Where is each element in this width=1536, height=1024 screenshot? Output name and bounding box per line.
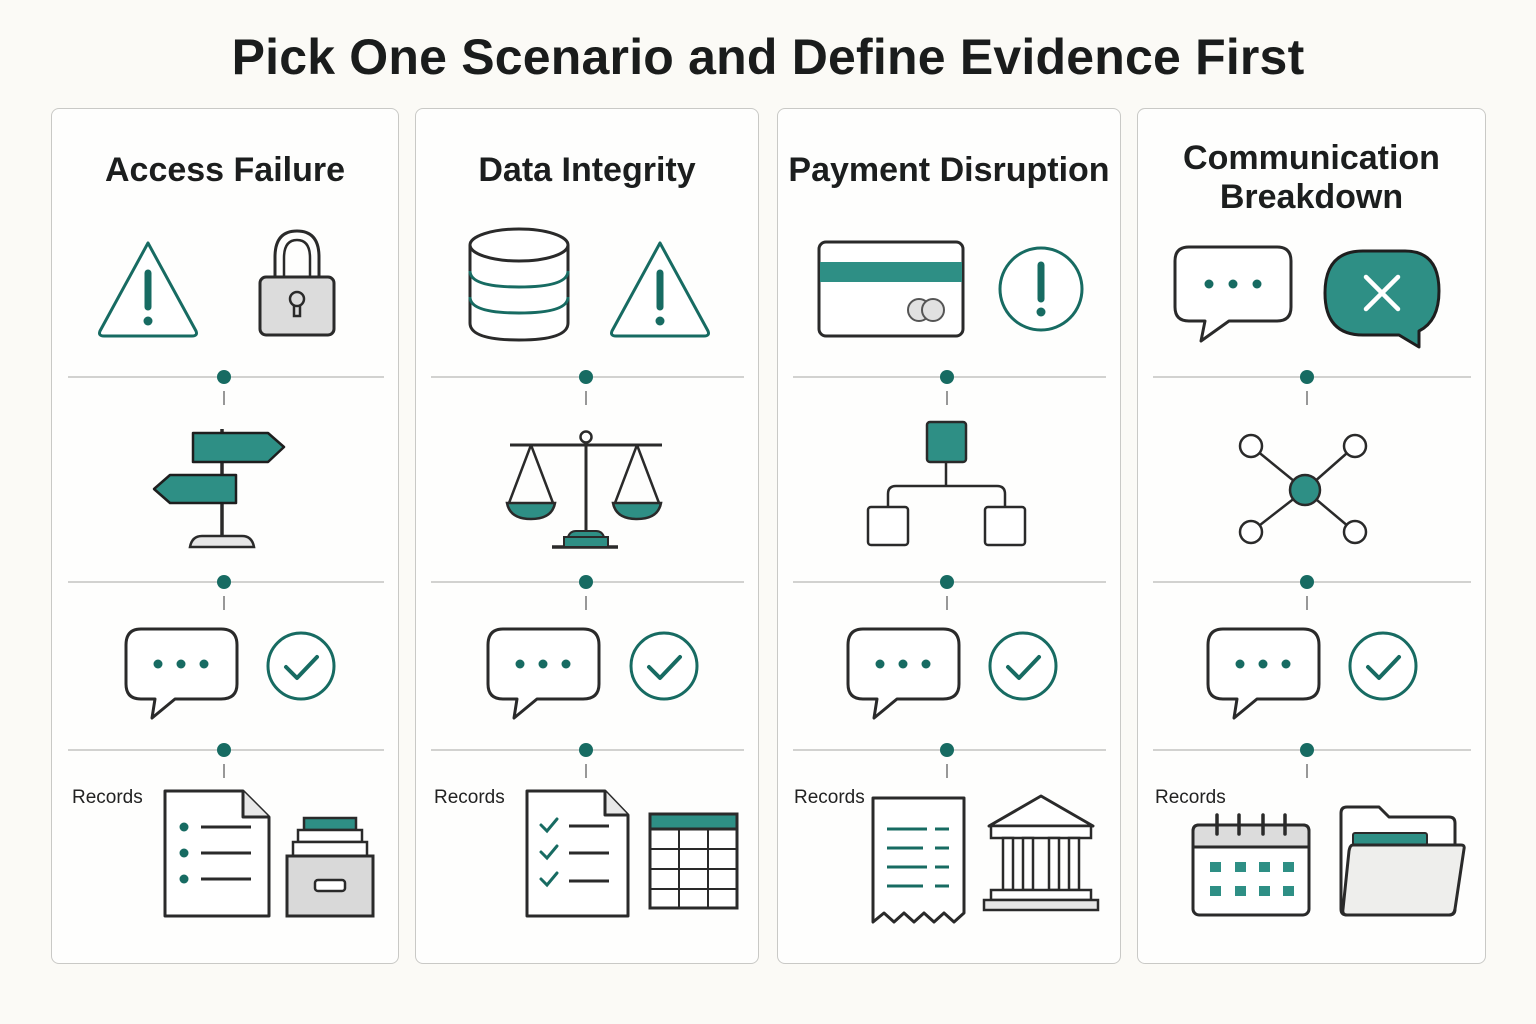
scenario-illustration (1153, 245, 1471, 917)
speech-bubble-icon (846, 627, 961, 720)
warning-triangle-icon (98, 241, 198, 338)
check-circle-icon (266, 631, 336, 701)
divider-3 (431, 743, 744, 778)
divider-2 (1153, 575, 1471, 610)
exclamation-circle-icon (998, 246, 1084, 332)
divider-3 (68, 743, 384, 778)
check-circle-icon (988, 631, 1058, 701)
speech-bubble-icon (486, 627, 601, 720)
divider-1 (1153, 370, 1471, 405)
divider-3 (793, 743, 1106, 778)
checklist-document-icon (525, 789, 630, 918)
scenario-card-access-failure[interactable]: Access Failure (51, 108, 399, 964)
check-circle-icon (629, 631, 699, 701)
calendar-icon (1191, 813, 1311, 917)
divider-2 (431, 575, 744, 610)
records-label: Records (1155, 787, 1226, 808)
divider-1 (793, 370, 1106, 405)
balance-scale-icon (505, 430, 663, 549)
bank-building-icon (982, 794, 1100, 912)
receipt-icon (871, 796, 966, 924)
scenario-card-communication-breakdown[interactable]: Communication Breakdown (1137, 108, 1486, 964)
scenario-title: Communication Breakdown (1183, 139, 1440, 216)
scenario-illustration (431, 227, 744, 918)
database-icon (468, 227, 570, 342)
scenario-title: Access Failure (104, 151, 346, 189)
divider-2 (68, 575, 384, 610)
speech-bubble-icon (1206, 627, 1321, 720)
divider-3 (1153, 743, 1471, 778)
spreadsheet-table-icon (648, 812, 739, 910)
divider-1 (431, 370, 744, 405)
error-bubble-icon (1323, 249, 1441, 349)
network-hub-icon (1238, 433, 1368, 545)
hierarchy-icon (866, 420, 1027, 547)
page-title: Pick One Scenario and Define Evidence Fi… (231, 29, 1305, 85)
records-label: Records (434, 787, 505, 808)
speech-bubble-icon (1173, 245, 1293, 343)
records-label: Records (794, 787, 865, 808)
records-label: Records (72, 787, 143, 808)
warning-triangle-icon (610, 241, 710, 338)
scenario-card-payment-disruption[interactable]: Payment Disruption (777, 108, 1121, 964)
speech-bubble-icon (124, 627, 239, 720)
scenario-illustration (793, 240, 1106, 924)
check-circle-icon (1348, 631, 1418, 701)
padlock-icon (258, 229, 336, 337)
scenario-title: Data Integrity (478, 151, 696, 189)
scenario-illustration (68, 229, 384, 918)
divider-1 (68, 370, 384, 405)
file-drawer-icon (285, 816, 375, 918)
folder-icon (1339, 805, 1466, 917)
divider-2 (793, 575, 1106, 610)
bulleted-document-icon (163, 789, 271, 918)
credit-card-icon (817, 240, 965, 338)
signpost-icon (152, 429, 286, 549)
scenario-card-data-integrity[interactable]: Data Integrity (415, 108, 759, 964)
scenario-title: Payment Disruption (788, 151, 1110, 189)
